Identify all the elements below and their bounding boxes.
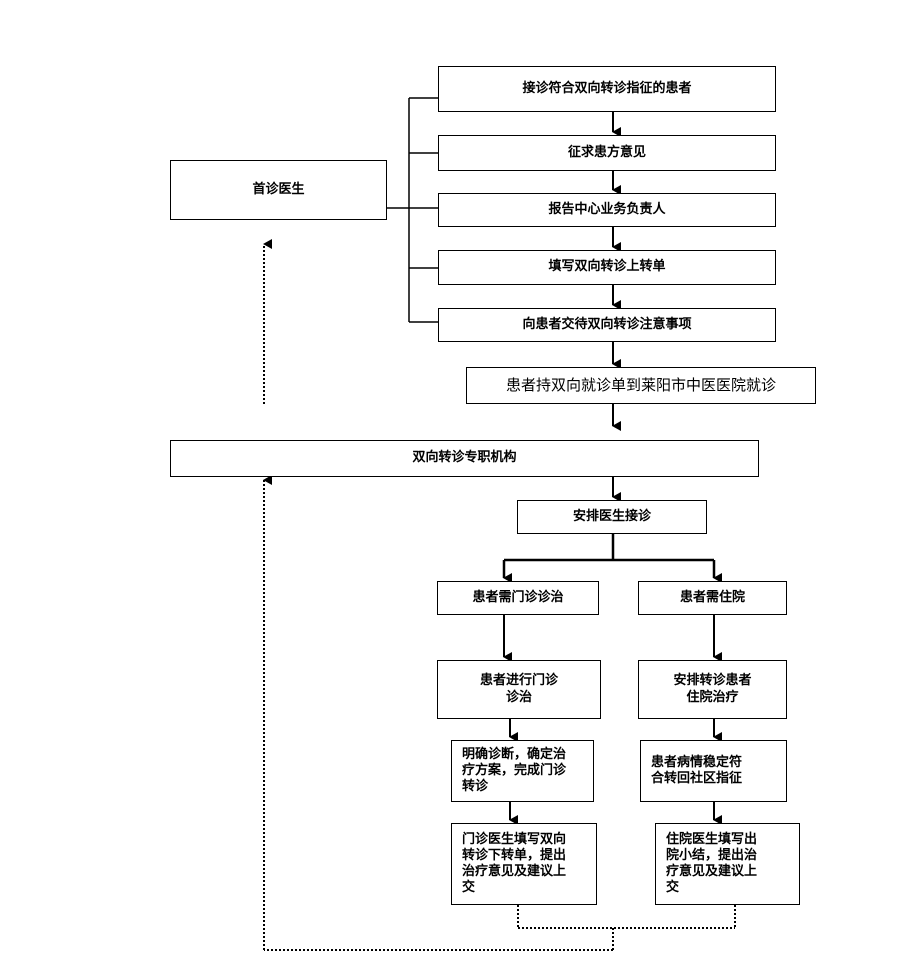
branch-arrows <box>503 615 722 825</box>
outpatient-diagnosis-box: 明确诊断，确定治 疗方案，完成门诊 转诊 <box>451 740 594 802</box>
outpatient-referral-form-box: 门诊医生填写双向 转诊下转单，提出 治疗意见及建议上 交 <box>451 823 597 905</box>
inpatient-stable-box: 患者病情稳定符 合转回社区指征 <box>640 740 787 802</box>
split-arrows <box>502 534 722 583</box>
referral-agency-box: 双向转诊专职机构 <box>170 440 759 477</box>
return-dotted-paths <box>263 239 736 951</box>
step-report-manager: 报告中心业务负责人 <box>438 193 776 227</box>
step-visit-hospital: 患者持双向就诊单到莱阳市中医医院就诊 <box>466 367 816 404</box>
inpatient-treatment-box: 安排转诊患者 住院治疗 <box>638 660 787 719</box>
first-doctor-box: 首诊医生 <box>170 160 387 220</box>
inpatient-discharge-summary-box: 住院医生填写出 院小结，提出治 疗意见及建议上 交 <box>655 823 800 905</box>
step-explain-notes: 向患者交待双向转诊注意事项 <box>438 308 776 342</box>
step-seek-opinion: 征求患方意见 <box>438 135 776 171</box>
outpatient-treatment-box: 患者进行门诊 诊治 <box>437 660 601 719</box>
step-receive-patient: 接诊符合双向转诊指征的患者 <box>438 66 776 112</box>
arrange-doctor-box: 安排医生接诊 <box>517 500 707 534</box>
outpatient-need-box: 患者需门诊诊治 <box>437 581 599 615</box>
step-fill-upward-form: 填写双向转诊上转单 <box>438 250 776 285</box>
doctor-bracket <box>387 97 438 323</box>
inpatient-need-box: 患者需住院 <box>638 581 787 615</box>
